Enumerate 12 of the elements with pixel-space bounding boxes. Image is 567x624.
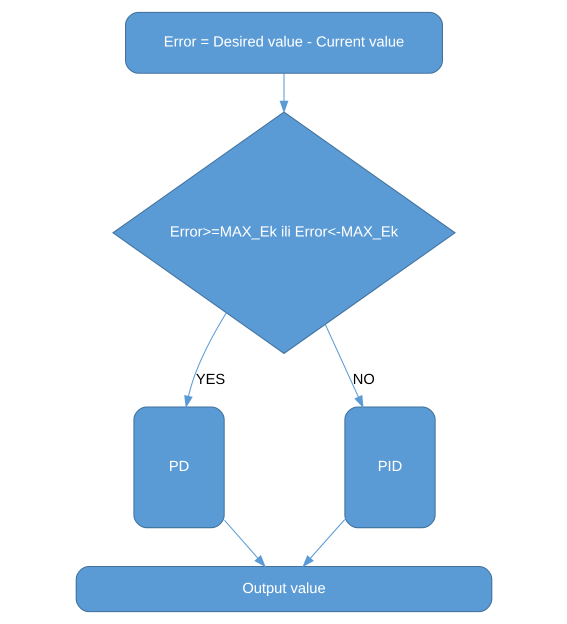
node-box: Output value [75, 566, 492, 612]
arrow [324, 324, 364, 408]
arrow [224, 520, 266, 568]
arrow [279, 74, 288, 114]
edge-label: NO [352, 372, 374, 388]
edge-label: YES [195, 372, 225, 388]
node-box: Error = Desired value - Current value [124, 12, 442, 74]
node-box: PID [344, 406, 436, 528]
arrow [184, 312, 226, 408]
node-box: PD [132, 406, 224, 528]
node-diamond: Error>=MAX_Ek ili Error<-MAX_Ek [112, 111, 456, 354]
arrow [302, 519, 345, 568]
